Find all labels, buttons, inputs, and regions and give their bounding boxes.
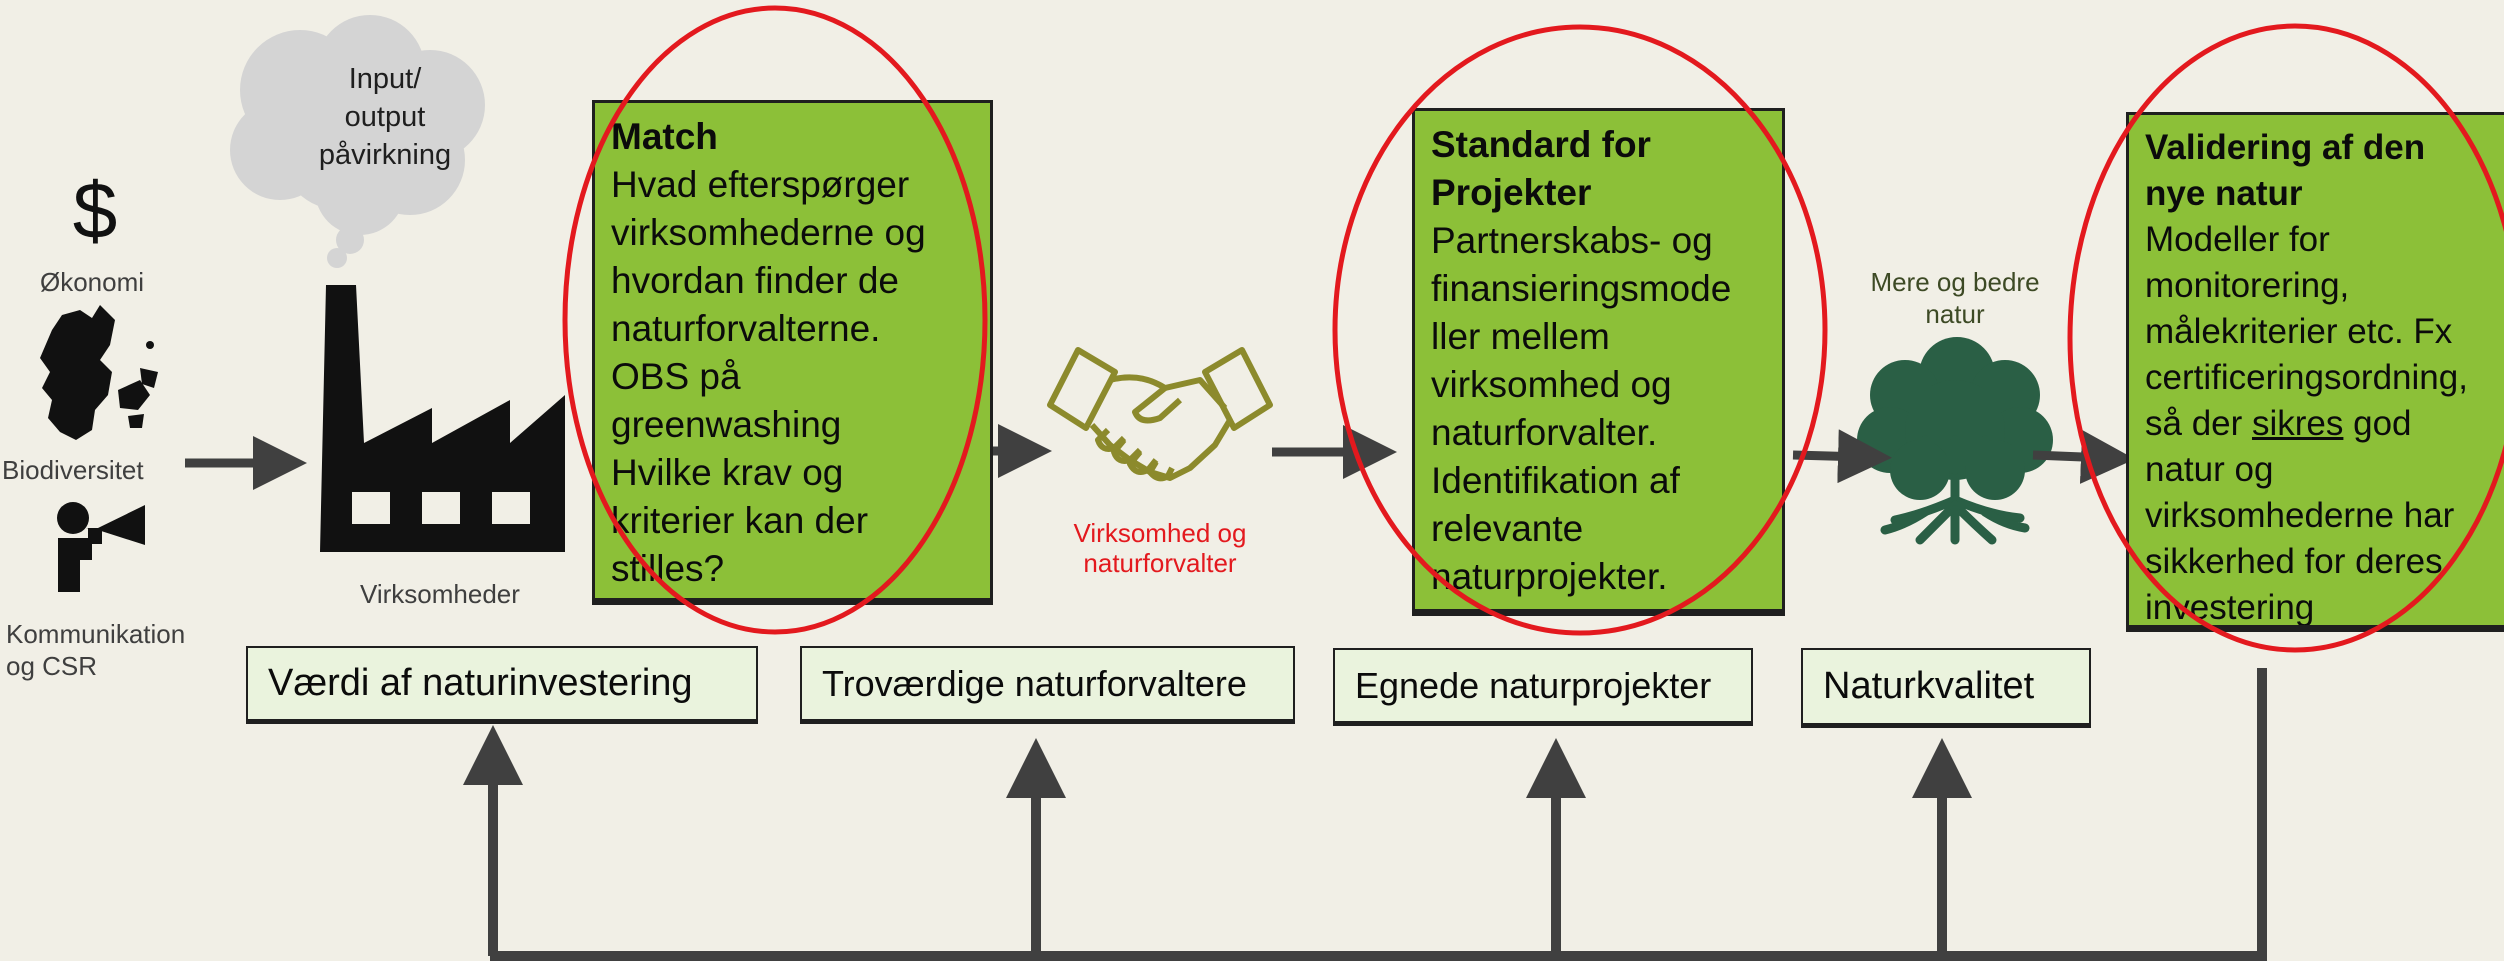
standard-title: Projekter [1431,172,1592,213]
feedback-line [490,668,2267,961]
standard-line: Identifikation af [1431,460,1680,501]
validation-line: sikkerhed for deres [2145,542,2443,581]
validation-line: monitorering, [2145,266,2350,305]
validation-line: investering [2145,588,2315,627]
projects-box-label: Egnede naturprojekter [1355,664,1712,706]
validation-title: Validering af den [2145,128,2426,167]
match-box: Match Hvad efterspørger virksomhederne o… [592,100,993,605]
denmark-map-icon [40,305,158,440]
cloud-line: påvirkning [318,139,452,171]
handshake-icon [1047,347,1273,482]
thought-cloud-icon [230,15,485,268]
match-line: virksomhederne og [611,212,926,253]
quality-box-label: Naturkvalitet [1823,665,2035,707]
validation-line: Modeller for [2145,220,2330,259]
feedback-loop [463,668,2267,961]
validation-underlined-text: sikres [2252,404,2344,443]
handshake-label-line: naturforvalter [1083,548,1237,578]
dollar-icon: $ [72,166,118,255]
biodiversity-label: Biodiversitet [2,455,144,485]
trustworthy-box: Troværdige naturforvaltere [800,646,1295,724]
value-box: Værdi af naturinvestering [246,646,758,724]
communication-label: Kommunikation og CSR [6,618,185,682]
match-line: Hvilke krav og [611,452,844,493]
standard-line: ller mellem [1431,316,1610,357]
companies-label: Virksomheder [360,579,520,609]
match-line: greenwashing [611,404,842,445]
tree-label-line: Mere og bedre [1870,267,2040,297]
validation-title: nye natur [2145,174,2303,213]
match-line: OBS på [611,356,741,397]
validation-line: certificeringsordning, [2145,358,2468,397]
arrow-to-validation [2032,429,2135,484]
projects-box: Egnede naturprojekter [1333,648,1753,726]
validation-text: god [2343,404,2412,443]
communication-line: Kommunikation [6,619,186,649]
cloud-line: Input/ [348,63,422,95]
communication-line: og CSR [6,651,98,681]
validation-line: natur og [2145,450,2274,489]
match-line: naturforvalterne. [611,308,881,349]
match-line: stilles? [611,548,725,589]
arrow-to-tree [1792,429,1892,484]
economy-label: Økonomi [40,267,145,297]
trustworthy-box-label: Troværdige naturforvaltere [822,662,1247,704]
tree-label: Mere og bedre natur [1830,266,2080,330]
factory-icon [320,285,565,552]
handshake-label: Virksomhed og naturforvalter [1040,518,1280,578]
cloud-text: Input/ output påvirkning [290,60,480,174]
validation-text: så der [2145,404,2252,443]
validation-line: så der sikres god [2145,401,2488,447]
standard-title: Standard for [1431,124,1651,165]
standard-line: finansieringsmode [1431,268,1732,309]
standard-box: Standard for Projekter Partnerskabs- og … [1412,108,1785,616]
standard-line: naturforvalter. [1431,412,1658,453]
standard-line: relevante [1431,508,1584,549]
cloud-line: output [344,101,426,133]
match-title: Match [611,116,718,157]
match-line: hvordan finder de [611,260,899,301]
match-line: Hvad efterspørger [611,164,910,205]
standard-line: naturprojekter. [1431,556,1668,597]
standard-line: Partnerskabs- og [1431,220,1713,261]
value-box-label: Værdi af naturinvestering [268,662,693,704]
validation-line: virksomhederne har [2145,496,2455,535]
handshake-label-line: Virksomhed og [1073,518,1247,548]
match-line: kriterier kan der [611,500,869,541]
megaphone-person-icon [57,502,145,592]
tree-label-line: natur [1925,299,1985,329]
standard-line: virksomhed og [1431,364,1672,405]
validation-line: målekriterier etc. Fx [2145,312,2453,351]
tree-icon [1857,337,2053,545]
quality-box: Naturkvalitet [1801,648,2091,728]
validation-box: Validering af den nye natur Modeller for… [2126,112,2504,632]
